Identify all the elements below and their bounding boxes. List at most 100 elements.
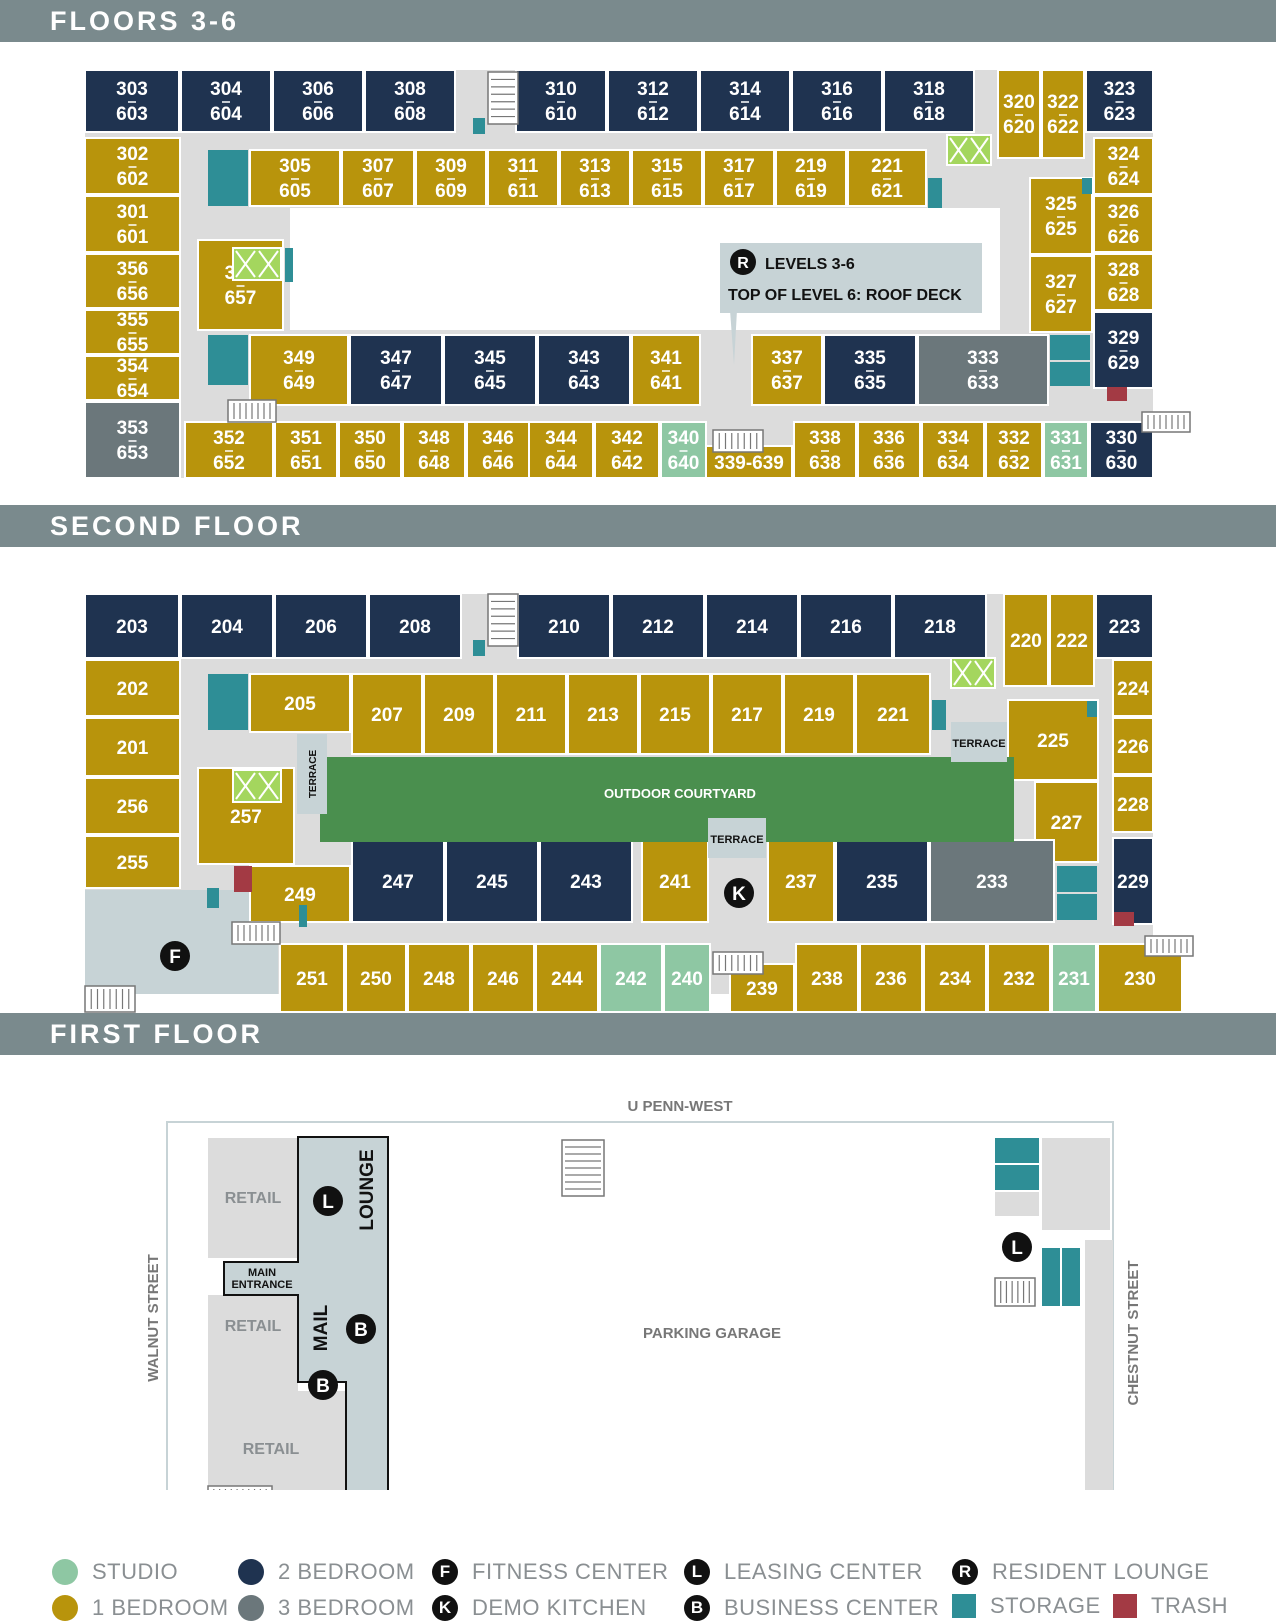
unit-236[interactable]: 236: [859, 943, 923, 1013]
unit-221[interactable]: 221: [855, 673, 931, 755]
unit-230[interactable]: 230: [1097, 943, 1183, 1013]
unit-219[interactable]: 219: [783, 673, 855, 755]
unit-241[interactable]: 241: [641, 839, 709, 923]
unit-223[interactable]: 223: [1095, 593, 1154, 659]
unit-225[interactable]: 225: [1007, 699, 1099, 781]
unit-233[interactable]: 233: [929, 839, 1055, 923]
unit-201[interactable]: 201: [84, 717, 181, 777]
unit-218[interactable]: 218: [893, 593, 987, 659]
unit-213[interactable]: 213: [567, 673, 639, 755]
unit-202[interactable]: 202: [84, 659, 181, 717]
unit-238[interactable]: 238: [795, 943, 859, 1013]
unit-210[interactable]: 210: [517, 593, 611, 659]
unit-222[interactable]: 222: [1049, 593, 1095, 687]
unit-229[interactable]: 229: [1112, 837, 1154, 925]
unit-245[interactable]: 245: [445, 839, 539, 923]
unit-207[interactable]: 207: [351, 673, 423, 755]
unit-256[interactable]: 256: [84, 777, 181, 835]
unit-220[interactable]: 220: [1003, 593, 1049, 687]
unit-205[interactable]: 205: [249, 673, 351, 733]
unit-209[interactable]: 209: [423, 673, 495, 755]
unit-212[interactable]: 212: [611, 593, 705, 659]
unit-237[interactable]: 237: [767, 839, 835, 923]
unit-208[interactable]: 208: [368, 593, 462, 659]
unit-203[interactable]: 203: [84, 593, 180, 659]
unit-242[interactable]: 242: [599, 943, 663, 1013]
unit-217[interactable]: 217: [711, 673, 783, 755]
unit-215[interactable]: 215: [639, 673, 711, 755]
unit-228[interactable]: 228: [1112, 775, 1154, 833]
unit-243[interactable]: 243: [539, 839, 633, 923]
unit-224[interactable]: 224: [1112, 659, 1154, 717]
unit-226[interactable]: 226: [1112, 717, 1154, 775]
unit-204[interactable]: 204: [180, 593, 274, 659]
unit-216[interactable]: 216: [799, 593, 893, 659]
unit-250[interactable]: 250: [345, 943, 407, 1013]
unit-214[interactable]: 214: [705, 593, 799, 659]
unit-251[interactable]: 251: [279, 943, 345, 1013]
unit-249[interactable]: 249: [249, 865, 351, 923]
unit-247[interactable]: 247: [351, 839, 445, 923]
unit-244[interactable]: 244: [535, 943, 599, 1013]
unit-235[interactable]: 235: [835, 839, 929, 923]
unit-240[interactable]: 240: [663, 943, 711, 1013]
unit-232[interactable]: 232: [987, 943, 1051, 1013]
unit-211[interactable]: 211: [495, 673, 567, 755]
unit-246[interactable]: 246: [471, 943, 535, 1013]
unit-231[interactable]: 231: [1051, 943, 1097, 1013]
unit-255[interactable]: 255: [84, 835, 181, 889]
